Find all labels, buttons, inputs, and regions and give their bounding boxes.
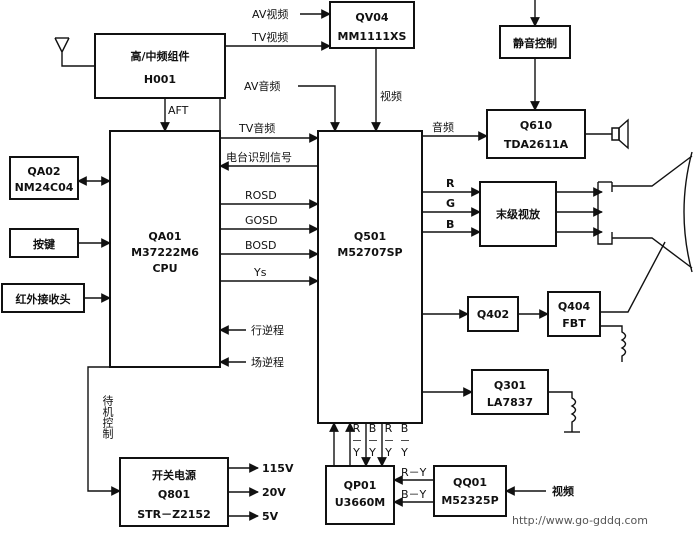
cpu-block: QA01 M37222M6 CPU <box>109 130 221 368</box>
cpu-type: CPU <box>152 262 177 275</box>
speaker-icon <box>611 118 629 150</box>
mute-control-block: 静音控制 <box>499 25 571 59</box>
tuner-id: H001 <box>144 73 176 86</box>
v20-label: 20V <box>262 486 286 499</box>
q610-id: Q610 <box>520 119 553 132</box>
q610-chip: TDA2611A <box>504 138 569 151</box>
tv-audio-label: TV音频 <box>238 121 275 135</box>
station-id-label: 电台识别信号 <box>226 150 292 164</box>
psu-name: 开关电源 <box>152 468 196 482</box>
video-to-q501-label: 视频 <box>380 89 402 103</box>
qp01-id: QP01 <box>344 479 377 492</box>
q501-id: Q501 <box>354 230 386 243</box>
audio-out-label: 音频 <box>432 120 454 134</box>
by-b-label: B－Y <box>374 422 411 456</box>
qv04-id: QV04 <box>355 11 389 24</box>
qv04-chip: MM1111XS <box>338 30 407 43</box>
keys-label: 按键 <box>33 237 56 251</box>
q610-block: Q610 TDA2611A <box>486 109 586 159</box>
v5-label: 5V <box>262 510 279 523</box>
eeprom-chip: NM24C04 <box>15 181 74 194</box>
watermark-text: http://www.go-gddq.com <box>512 514 648 527</box>
v-yoke-coil-icon <box>548 391 580 433</box>
q301-chip: LA7837 <box>487 396 533 409</box>
ir-receiver-block: 红外接收头 <box>1 283 85 313</box>
power-supply-block: 开关电源 Q801 STR－Z2152 <box>119 457 229 527</box>
video-amp-block: 末级视放 <box>479 181 557 247</box>
qp01-chip: U3660M <box>335 496 386 509</box>
aft-label: AFT <box>168 104 189 117</box>
by-b-text: B－Y <box>374 422 411 456</box>
standby-line <box>87 366 121 496</box>
g-label: G <box>446 197 455 210</box>
q501-block: Q501 M52707SP <box>317 130 423 424</box>
ry-mid-label: R－Y <box>401 466 427 479</box>
antenna-icon <box>54 37 95 67</box>
q402-id: Q402 <box>477 308 509 321</box>
rosd-label: ROSD <box>245 189 277 202</box>
qq01-chip: M52325P <box>441 494 498 507</box>
bosd-label: BOSD <box>245 239 276 252</box>
fbt-to-crt-line <box>600 241 666 313</box>
psu-chip: STR－Z2152 <box>137 508 211 521</box>
q404-id: Q404 <box>558 300 591 313</box>
av-audio-line <box>298 85 340 132</box>
gosd-label: GOSD <box>245 214 278 227</box>
crt-icon <box>597 151 693 273</box>
av-video-label: AV视频 <box>252 7 288 21</box>
ys-label: Ys <box>253 266 267 279</box>
b-label: B <box>446 218 454 231</box>
h-flyback-label: 行逆程 <box>251 323 284 337</box>
cpu-chip: M37222M6 <box>131 246 199 259</box>
h-yoke-coil-icon <box>600 325 627 362</box>
q501-chip: M52707SP <box>337 246 402 259</box>
eeprom-block: QA02 NM24C04 <box>9 156 79 200</box>
av-audio-label: AV音频 <box>244 79 280 93</box>
q301-id: Q301 <box>494 379 526 392</box>
q402-block: Q402 <box>467 296 519 332</box>
q301-block: Q301 LA7837 <box>471 369 549 415</box>
mute-label: 静音控制 <box>513 36 557 50</box>
standby-label-text: 待机控制 <box>70 394 114 439</box>
v115-label: 115V <box>262 462 294 475</box>
video-in-label: 视频 <box>552 484 574 498</box>
tuner-name: 高/中频组件 <box>130 49 189 63</box>
v-flyback-label: 场逆程 <box>251 355 284 369</box>
tv-audio-line <box>219 98 319 143</box>
cpu-id: QA01 <box>148 230 181 243</box>
keys-block: 按键 <box>9 228 79 258</box>
qv04-block: QV04 MM1111XS <box>329 1 415 49</box>
by-mid-label: B－Y <box>401 488 427 501</box>
qq01-block: QQ01 M52325P <box>433 465 507 517</box>
q404-block: Q404 FBT <box>547 291 601 337</box>
tuner-block: 高/中频组件 H001 <box>94 33 226 99</box>
q404-type: FBT <box>562 317 586 330</box>
r-label: R <box>446 177 455 190</box>
ir-label: 红外接收头 <box>16 292 71 306</box>
tv-video-label: TV视频 <box>251 30 288 44</box>
video-amp-label: 末级视放 <box>495 207 541 221</box>
eeprom-id: QA02 <box>27 165 60 178</box>
qq01-id: QQ01 <box>453 476 487 489</box>
qp01-block: QP01 U3660M <box>325 465 395 525</box>
standby-label: 待机控制 <box>70 394 114 439</box>
psu-id: Q801 <box>158 488 190 501</box>
